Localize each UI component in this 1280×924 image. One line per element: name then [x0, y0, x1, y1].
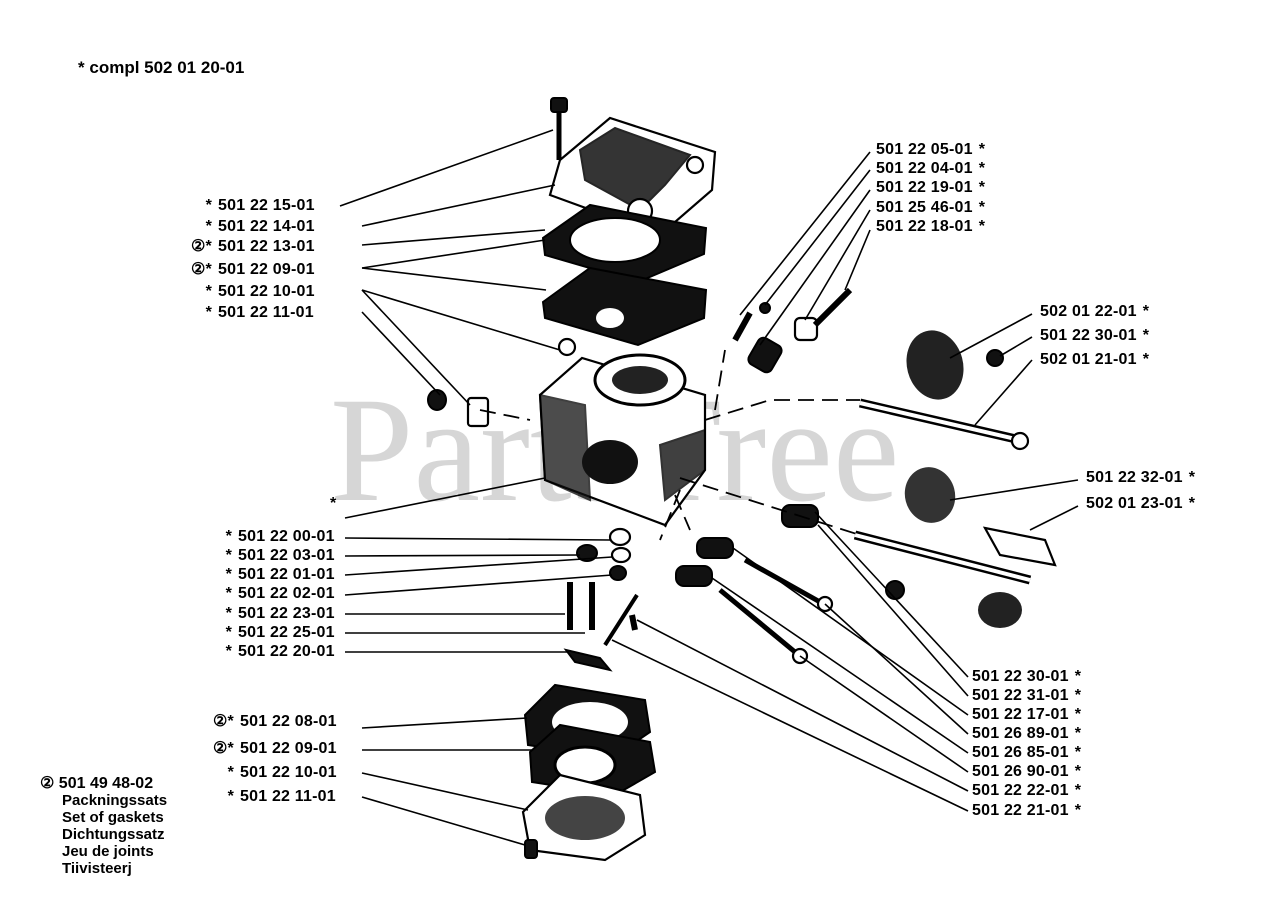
part-label: 501 22 04-01* — [876, 160, 986, 177]
header-text: compl 502 01 20-01 — [89, 58, 245, 77]
part-label: 501 22 21-01* — [972, 802, 1082, 819]
part-label: 501 22 22-01* — [972, 782, 1082, 799]
top-gaskets — [541, 203, 708, 357]
kit-name-swedish: Packningssats — [62, 792, 168, 809]
throttle-assembly — [858, 330, 1030, 451]
part-label: *501 22 25-01 — [225, 624, 335, 641]
part-label: 501 22 17-01* — [972, 706, 1082, 723]
part-label: *501 22 11-01 — [227, 788, 336, 805]
part-label: 501 26 89-01* — [972, 725, 1082, 742]
carburettor-body — [538, 353, 707, 527]
part-label: ②*501 22 08-01 — [213, 713, 337, 730]
body-marker: * — [330, 495, 337, 512]
part-label: 501 22 18-01* — [876, 218, 986, 235]
part-label: *501 22 23-01 — [225, 605, 335, 622]
part-label: 501 22 32-01* — [1086, 469, 1196, 486]
part-label: 501 26 85-01* — [972, 744, 1082, 761]
part-label: *501 22 11-01 — [205, 304, 314, 321]
part-label: *501 22 03-01 — [225, 547, 335, 564]
springs-and-screws — [675, 504, 834, 665]
kit-name-finnish: Tiivisteerj — [62, 860, 132, 877]
part-label: 501 22 30-01* — [1040, 327, 1150, 344]
part-label: *501 22 15-01 — [205, 197, 315, 214]
clip-parts — [427, 389, 490, 428]
kit-name-french: Jeu de joints — [62, 843, 154, 860]
lower-small-parts — [563, 527, 639, 672]
needle-valve-parts — [732, 287, 853, 374]
bottom-gaskets — [521, 683, 657, 862]
choke-assembly — [853, 467, 1057, 628]
part-label: *501 22 00-01 — [225, 528, 335, 545]
part-label: ②*501 22 09-01 — [213, 740, 337, 757]
assembly-header: * compl 502 01 20-01 — [78, 58, 244, 78]
part-label: 501 22 05-01* — [876, 141, 986, 158]
kit-number: ② 501 49 48-02 — [40, 775, 154, 792]
part-label: 501 22 30-01* — [972, 668, 1082, 685]
part-label: *501 22 20-01 — [225, 643, 335, 660]
part-label: 501 22 31-01* — [972, 687, 1082, 704]
part-label: *501 22 10-01 — [205, 283, 315, 300]
part-label: 501 25 46-01* — [876, 199, 986, 216]
part-label: 501 22 19-01* — [876, 179, 986, 196]
assembly-dashed-lines — [479, 349, 861, 541]
kit-name-english: Set of gaskets — [62, 809, 164, 826]
part-label: *501 22 02-01 — [225, 585, 335, 602]
part-label: *501 22 10-01 — [227, 764, 337, 781]
part-label: ②*501 22 13-01 — [191, 238, 315, 255]
part-label: 502 01 22-01* — [1040, 303, 1150, 320]
part-label: 501 26 90-01* — [972, 763, 1082, 780]
header-marker: * — [78, 58, 85, 77]
part-label: *501 22 14-01 — [205, 218, 315, 235]
part-label: 502 01 21-01* — [1040, 351, 1150, 368]
part-label: ②*501 22 09-01 — [191, 261, 315, 278]
part-label: 502 01 23-01* — [1086, 495, 1196, 512]
leader-lines — [339, 129, 1079, 846]
gasket-kit-legend: ② 501 49 48-02 Packningssats Set of gask… — [40, 775, 167, 877]
part-label: *501 22 01-01 — [225, 566, 335, 583]
kit-name-german: Dichtungssatz — [62, 826, 165, 843]
